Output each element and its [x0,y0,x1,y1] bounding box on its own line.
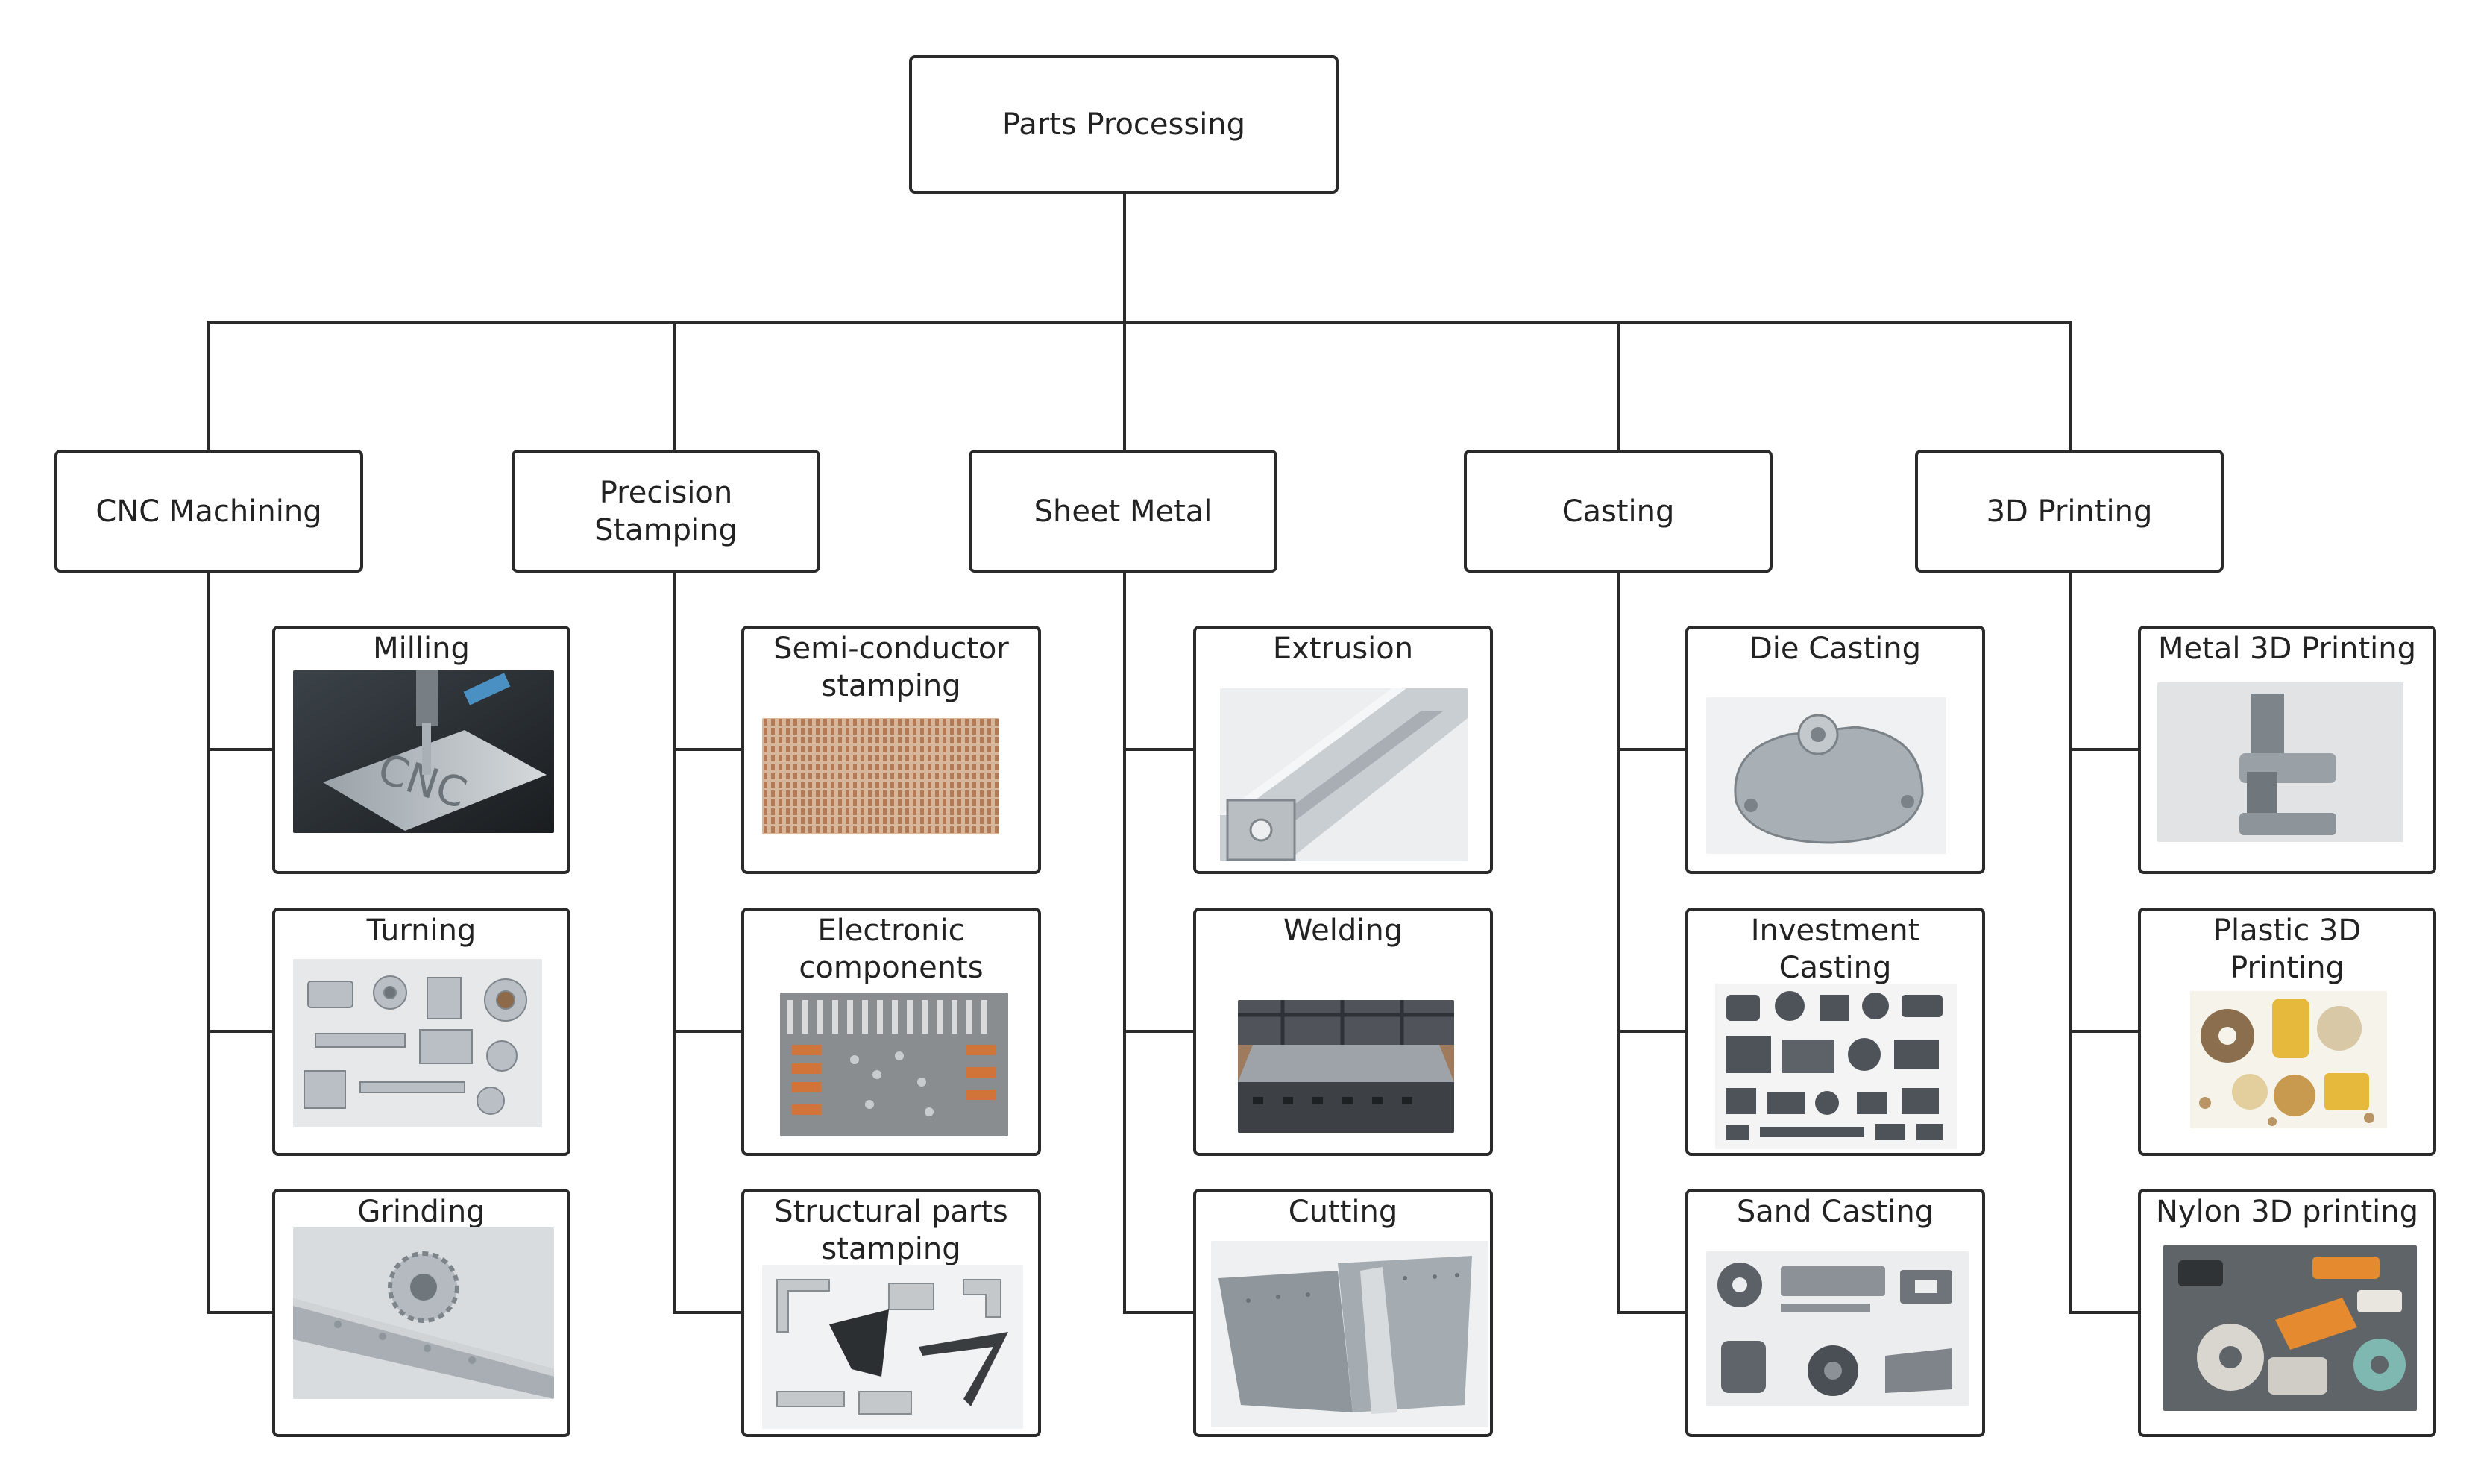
leaf-milling: Milling CNC [272,626,570,874]
category-label: Casting [1562,494,1675,529]
welded-frame-photo [1238,1000,1454,1133]
gear-rack-photo [293,1227,554,1399]
metal-printed-part-photo [2157,682,2403,842]
cnc-milling-photo: CNC [293,670,554,833]
nylon-printed-parts-photo [2163,1245,2417,1411]
root-node: Parts Processing [909,55,1339,194]
leaf-structural-parts-stamping: Structural parts stamping [741,1189,1041,1437]
leaf-investment-casting: Investment Casting [1685,908,1985,1156]
leaf-electronic-components: Electronic components [741,908,1041,1156]
leaf-label: Electronic components [799,914,984,985]
leaf-label: Turning [366,914,477,948]
leaf-label: Grinding [357,1195,485,1229]
leaf-welding: Welding [1193,908,1493,1156]
leaf-label: Die Casting [1749,632,1922,666]
stamped-brackets-photo [762,1265,1023,1429]
leaf-die-casting: Die Casting [1685,626,1985,874]
leaf-label: Metal 3D Printing [2158,632,2416,666]
leaf-grinding: Grinding [272,1189,570,1437]
plastic-printed-parts-photo [2190,991,2387,1128]
leaf-turning: Turning [272,908,570,1156]
leaf-semi-conductor-stamping: Semi-conductor stamping [741,626,1041,874]
root-label: Parts Processing [1001,107,1246,142]
category-3d-printing: 3D Printing [1915,450,2224,573]
leaf-nylon-3d-printing: Nylon 3D printing [2138,1189,2436,1437]
leaf-label: Semi-conductor stamping [773,632,1009,703]
category-cnc-machining: CNC Machining [54,450,363,573]
category-casting: Casting [1464,450,1773,573]
aluminum-profile-photo [1220,688,1468,861]
leaf-extrusion: Extrusion [1193,626,1493,874]
leaf-label: Plastic 3D Printing [2213,914,2362,985]
sand-cast-parts-photo [1706,1251,1969,1406]
leaf-label: Welding [1283,914,1403,948]
category-precision-stamping: Precision Stamping [512,450,820,573]
leaf-plastic-3d-printing: Plastic 3D Printing [2138,908,2436,1156]
leaf-sand-casting: Sand Casting [1685,1189,1985,1437]
lead-frame-photo [762,718,999,834]
turned-parts-photo [293,959,542,1127]
leaf-label: Extrusion [1272,632,1414,666]
leaf-label: Structural parts stamping [774,1195,1008,1266]
cut-sheet-photo [1211,1241,1488,1427]
investment-cast-parts-photo [1715,984,1957,1149]
leaf-label: Sand Casting [1736,1195,1934,1229]
leaf-label: Milling [373,632,470,666]
electronic-terminals-photo [780,993,1008,1136]
category-sheet-metal: Sheet Metal [969,450,1277,573]
category-label: 3D Printing [1986,494,2153,529]
leaf-label: Nylon 3D printing [2155,1195,2419,1229]
category-label: Sheet Metal [1034,494,1213,529]
category-label: Precision Stamping [594,475,738,547]
die-cast-housing-photo [1706,697,1946,854]
leaf-label: Investment Casting [1750,914,1920,985]
leaf-cutting: Cutting [1193,1189,1493,1437]
leaf-metal-3d-printing: Metal 3D Printing [2138,626,2436,874]
leaf-label: Cutting [1288,1195,1398,1229]
category-label: CNC Machining [95,494,322,529]
